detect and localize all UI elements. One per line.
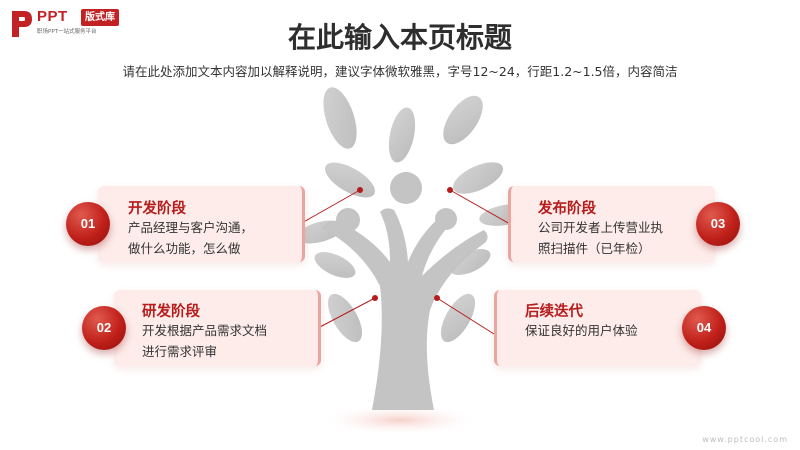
logo-badge: 版式库 <box>81 9 119 26</box>
page-subtitle: 请在此处添加文本内容加以解释说明，建议字体微软雅黑，字号12~24，行距1.2~… <box>122 64 678 79</box>
stage-number-badge: 04 <box>682 306 726 350</box>
tree-ground-glow <box>325 406 475 434</box>
logo-tagline: 职场PPT一站式服务平台 <box>37 29 97 35</box>
connector-dots <box>357 187 453 301</box>
stage-title: 发布阶段 <box>538 201 596 217</box>
stage-card-03 <box>508 186 715 262</box>
stage-number-badge: 01 <box>66 202 110 246</box>
page-title: 在此输入本页标题 <box>287 21 512 54</box>
stage-title: 后续迭代 <box>525 304 583 320</box>
stage-number-badge: 03 <box>696 202 740 246</box>
stage-card-04 <box>494 290 701 366</box>
stage-card-01 <box>98 186 305 262</box>
logo: PPT 版式库 职场PPT一站式服务平台 <box>10 8 160 40</box>
tree-leaves <box>296 87 531 343</box>
stage-description: 公司开发者上传营业执照扫描件（已年检） <box>538 220 664 256</box>
ppt-logo-icon <box>12 11 32 37</box>
stage-description: 保证良好的用户体验 <box>525 323 638 338</box>
stage-title: 开发阶段 <box>128 201 186 217</box>
stage-card-02 <box>114 290 321 366</box>
tree-trunk <box>322 172 488 410</box>
stage-description: 开发根据产品需求文档进行需求评审 <box>142 323 268 359</box>
stage-title: 研发阶段 <box>142 304 200 320</box>
logo-brand: PPT <box>37 8 68 25</box>
connector-lines <box>299 189 511 335</box>
watermark: www.pptcool.com <box>702 435 788 444</box>
stage-number-badge: 02 <box>82 306 126 350</box>
stage-description: 产品经理与客户沟通，做什么功能，怎么做 <box>128 220 254 256</box>
